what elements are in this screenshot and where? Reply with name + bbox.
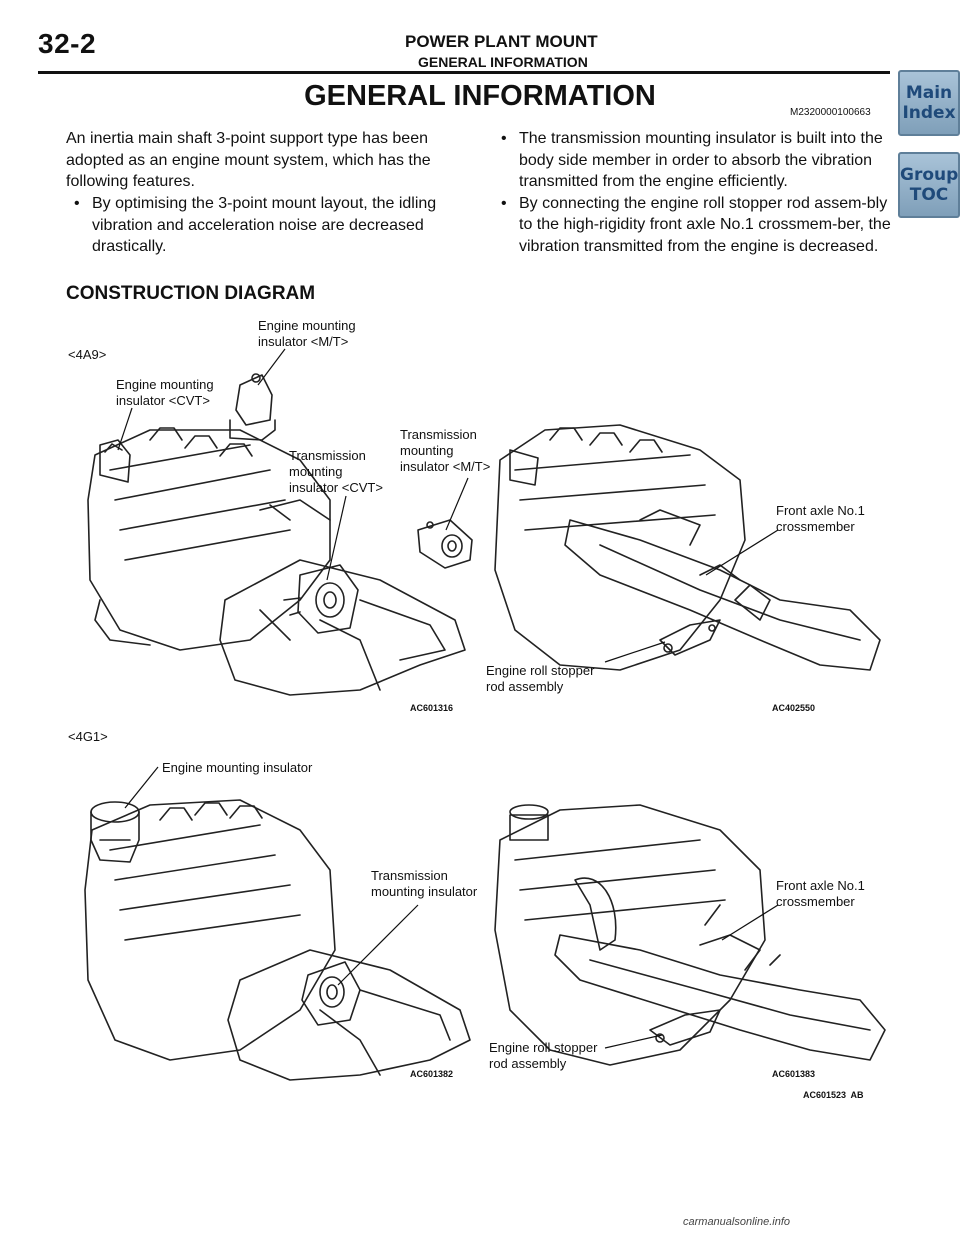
figure-code: AC601316 — [410, 703, 454, 713]
callout-leaders — [117, 348, 779, 1049]
engine-4g1-crossmember-illustration — [494, 804, 886, 1066]
callout-front-axle-2: Front axle No.1 crossmember — [776, 878, 865, 909]
trans-mount-mt-illustration — [417, 519, 473, 569]
main-index-button[interactable]: Main Index — [898, 70, 960, 136]
group-toc-line2: TOC — [909, 185, 949, 205]
figure-code-main: AC601523 — [803, 1090, 847, 1100]
feature-list-left: By optimising the 3-point mount layout, … — [66, 193, 478, 258]
main-index-line1: Main — [905, 83, 953, 103]
callout-roll-stopper-2: Engine roll stopper rod assembly — [489, 1040, 598, 1071]
main-index-line2: Index — [902, 103, 956, 123]
feature-item: The transmission mounting insulator is b… — [493, 128, 897, 193]
callout-roll-stopper-1: Engine roll stopper rod assembly — [486, 663, 595, 694]
section-title: POWER PLANT MOUNT — [405, 32, 598, 51]
figure-code: AC601383 — [772, 1069, 816, 1079]
figure-code: AC402550 — [772, 703, 816, 713]
callout-engine-mount-4g1: Engine mounting insulator — [162, 760, 313, 775]
feature-item: By optimising the 3-point mount layout, … — [66, 193, 478, 258]
page-title: GENERAL INFORMATION — [304, 80, 656, 112]
label-4g1: <4G1> — [68, 729, 108, 744]
footer-credit: carmanualsonline.info — [683, 1216, 791, 1228]
group-toc-line1: Group — [900, 165, 959, 185]
engine-4g1-illustration — [84, 799, 471, 1081]
header-rule — [38, 71, 890, 74]
callout-engine-mount-cvt: Engine mounting insulator <CVT> — [116, 377, 214, 408]
group-toc-button[interactable]: Group TOC — [898, 152, 960, 218]
figure-code-suffix: AB — [850, 1090, 864, 1100]
intro-paragraph: An inertia main shaft 3-point support ty… — [66, 130, 431, 190]
callout-trans-mount-mt: Transmission mounting insulator <M/T> — [400, 427, 491, 474]
page-number: 32-2 — [38, 28, 97, 59]
label-4a9: <4A9> — [68, 347, 107, 362]
subsection-title: GENERAL INFORMATION — [418, 54, 588, 70]
feature-item: By connecting the engine roll stopper ro… — [493, 193, 897, 258]
feature-list-right: The transmission mounting insulator is b… — [493, 128, 897, 257]
construction-diagram-heading: CONSTRUCTION DIAGRAM — [66, 283, 316, 304]
figure-code: AC601382 — [410, 1069, 454, 1079]
callout-front-axle-1: Front axle No.1 crossmember — [776, 503, 865, 534]
engine-4a9-crossmember-illustration — [494, 424, 881, 671]
figure-code: AC601523 AB — [803, 1090, 864, 1100]
engine-4a9-illustration — [87, 373, 466, 696]
callout-trans-mount-cvt: Transmission mounting insulator <CVT> — [289, 448, 383, 495]
callout-trans-mount-4g1: Transmission mounting insulator — [371, 868, 478, 899]
document-id: M2320000100663 — [790, 107, 871, 118]
callout-engine-mount-mt: Engine mounting insulator <M/T> — [258, 318, 356, 349]
